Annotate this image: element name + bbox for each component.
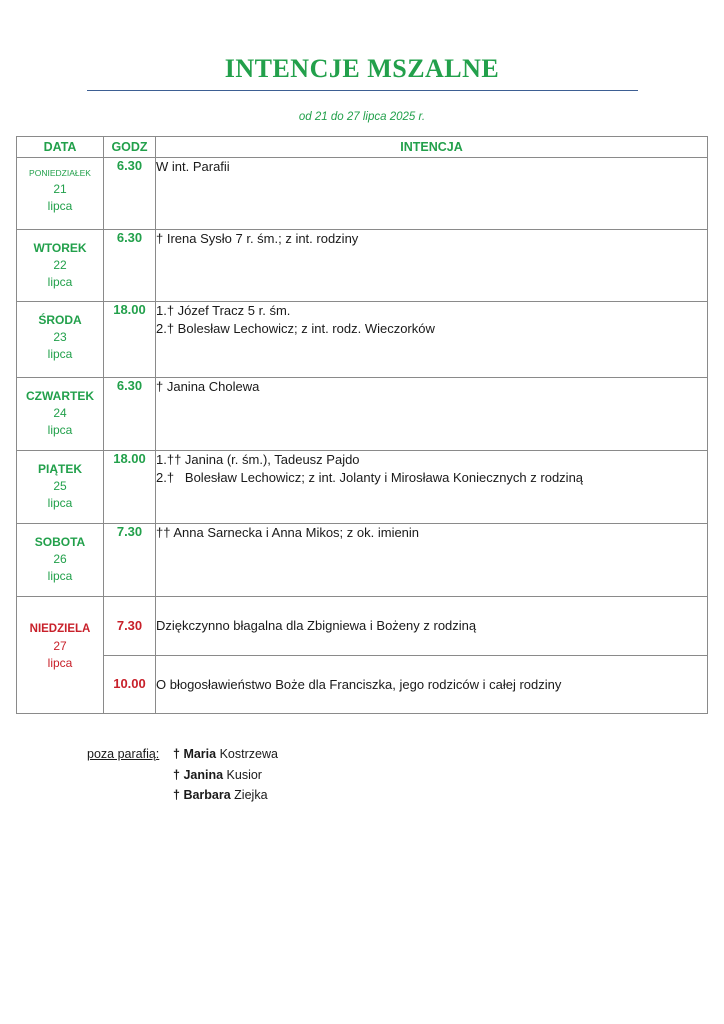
day-cell-sunday: NIEDZIELA 27 lipca xyxy=(16,596,104,714)
intention-text: † Janina Cholewa xyxy=(155,377,708,451)
intention-text: W int. Parafii xyxy=(155,157,708,230)
day-month: lipca xyxy=(47,275,73,289)
day-cell-thursday: CZWARTEK 24 lipca xyxy=(16,377,104,451)
day-cell-friday: PIĄTEK 25 lipca xyxy=(16,450,104,524)
outside-parish-label: poza parafią: xyxy=(87,747,160,761)
day-name: PONIEDZIAŁEK xyxy=(29,168,91,178)
header-hour: GODZ xyxy=(103,136,156,158)
day-month: lipca xyxy=(47,347,73,361)
day-month: lipca xyxy=(47,199,73,213)
intention-line: 2.† Bolesław Lechowicz; z int. rodz. Wie… xyxy=(156,321,435,336)
day-cell-monday: PONIEDZIAŁEK 21 lipca xyxy=(16,157,104,230)
day-number: 25 xyxy=(53,479,67,493)
table-row: CZWARTEK 24 lipca 6.30 † Janina Cholewa xyxy=(16,377,708,451)
header-intention: INTENCJA xyxy=(155,136,708,158)
intention-text: 1.†† Janina (r. śm.), Tadeusz Pajdo 2.† … xyxy=(155,450,708,524)
intention-line: 1.†† Janina (r. śm.), Tadeusz Pajdo xyxy=(156,452,360,467)
table-row: WTOREK 22 lipca 6.30 † Irena Sysło 7 r. … xyxy=(16,229,708,302)
first-name: Barbara xyxy=(183,788,231,802)
first-name: Janina xyxy=(183,767,224,782)
date-range-subtitle: od 21 do 27 lipca 2025 r. xyxy=(298,111,426,123)
mass-hour: 7.30 xyxy=(103,596,156,656)
day-name: NIEDZIELA xyxy=(29,623,91,635)
day-month: lipca xyxy=(47,656,73,670)
cross-symbol: † xyxy=(173,767,180,782)
last-name: Ziejka xyxy=(234,788,268,802)
intention-text: 1.† Józef Tracz 5 r. śm. 2.† Bolesław Le… xyxy=(155,301,708,378)
intention-line: W int. Parafii xyxy=(156,159,230,174)
mass-hour: 6.30 xyxy=(103,229,156,302)
table-row: PONIEDZIAŁEK 21 lipca 6.30 W int. Parafi… xyxy=(16,157,708,230)
cross-symbol: † xyxy=(173,747,180,761)
list-item: † Barbara Ziejka xyxy=(173,785,278,806)
intention-line: 2.† Bolesław Lechowicz; z int. Jolanty i… xyxy=(156,470,584,485)
first-name: Maria xyxy=(183,747,217,761)
table-header-row: DATA GODZ INTENCJA xyxy=(16,136,708,158)
intention-text: †† Anna Sarnecka i Anna Mikos; z ok. imi… xyxy=(155,523,708,597)
day-number: 24 xyxy=(53,406,67,420)
table-row: PIĄTEK 25 lipca 18.00 1.†† Janina (r. śm… xyxy=(16,450,708,524)
mass-hour: 10.00 xyxy=(103,655,156,714)
cross-symbol: † xyxy=(173,788,180,802)
list-item: † Maria Kostrzewa xyxy=(173,744,278,765)
day-cell-wednesday: ŚRODA 23 lipca xyxy=(16,301,104,378)
day-number: 23 xyxy=(53,330,67,344)
day-name: SOBOTA xyxy=(34,535,86,549)
mass-hour: 6.30 xyxy=(103,377,156,451)
mass-hour: 7.30 xyxy=(103,523,156,597)
day-month: lipca xyxy=(47,569,73,583)
header-date: DATA xyxy=(16,136,104,158)
day-month: lipca xyxy=(47,496,73,510)
day-name: CZWARTEK xyxy=(26,389,94,403)
day-name: PIĄTEK xyxy=(37,462,82,476)
mass-hour: 18.00 xyxy=(103,450,156,524)
day-number: 21 xyxy=(53,182,67,196)
intention-line: O błogosławieństwo Boże dla Franciszka, … xyxy=(156,677,562,692)
intention-text: † Irena Sysło 7 r. śm.; z int. rodziny xyxy=(155,229,708,302)
day-number: 22 xyxy=(53,258,67,272)
last-name: Kusior xyxy=(226,767,262,782)
mass-hour: 6.30 xyxy=(103,157,156,230)
mass-hour: 18.00 xyxy=(103,301,156,378)
table-row: ŚRODA 23 lipca 18.00 1.† Józef Tracz 5 r… xyxy=(16,301,708,378)
outside-parish-list: † Maria Kostrzewa † Janina Kusior † Barb… xyxy=(173,744,278,806)
list-item: † Janina Kusior xyxy=(173,765,278,786)
table-row: SOBOTA 26 lipca 7.30 †† Anna Sarnecka i … xyxy=(16,523,708,597)
day-cell-saturday: SOBOTA 26 lipca xyxy=(16,523,104,597)
day-number: 27 xyxy=(53,639,67,653)
intention-line: † Irena Sysło 7 r. śm.; z int. rodziny xyxy=(156,231,359,246)
day-cell-tuesday: WTOREK 22 lipca xyxy=(16,229,104,302)
intention-text: Dziękczynno błagalna dla Zbigniewa i Boż… xyxy=(155,596,708,656)
intention-line: 1.† Józef Tracz 5 r. śm. xyxy=(156,303,291,318)
intention-line: †† Anna Sarnecka i Anna Mikos; z ok. imi… xyxy=(156,525,420,540)
title-underline xyxy=(87,90,638,91)
day-name: ŚRODA xyxy=(38,313,82,327)
intention-line: † Janina Cholewa xyxy=(156,379,260,394)
table-row: 10.00 O błogosławieństwo Boże dla Franci… xyxy=(17,655,708,714)
day-month: lipca xyxy=(47,423,73,437)
day-name: WTOREK xyxy=(33,241,87,255)
day-number: 26 xyxy=(53,552,67,566)
intention-text: O błogosławieństwo Boże dla Franciszka, … xyxy=(155,655,708,714)
last-name: Kostrzewa xyxy=(219,747,278,761)
intention-line: Dziękczynno błagalna dla Zbigniewa i Boż… xyxy=(156,618,477,633)
table-row: NIEDZIELA 27 lipca 7.30 Dziękczynno błag… xyxy=(16,596,708,714)
page-title: INTENCJE MSZALNE xyxy=(224,54,500,83)
intentions-table: DATA GODZ INTENCJA PONIEDZIAŁEK 21 lipca… xyxy=(16,136,708,714)
